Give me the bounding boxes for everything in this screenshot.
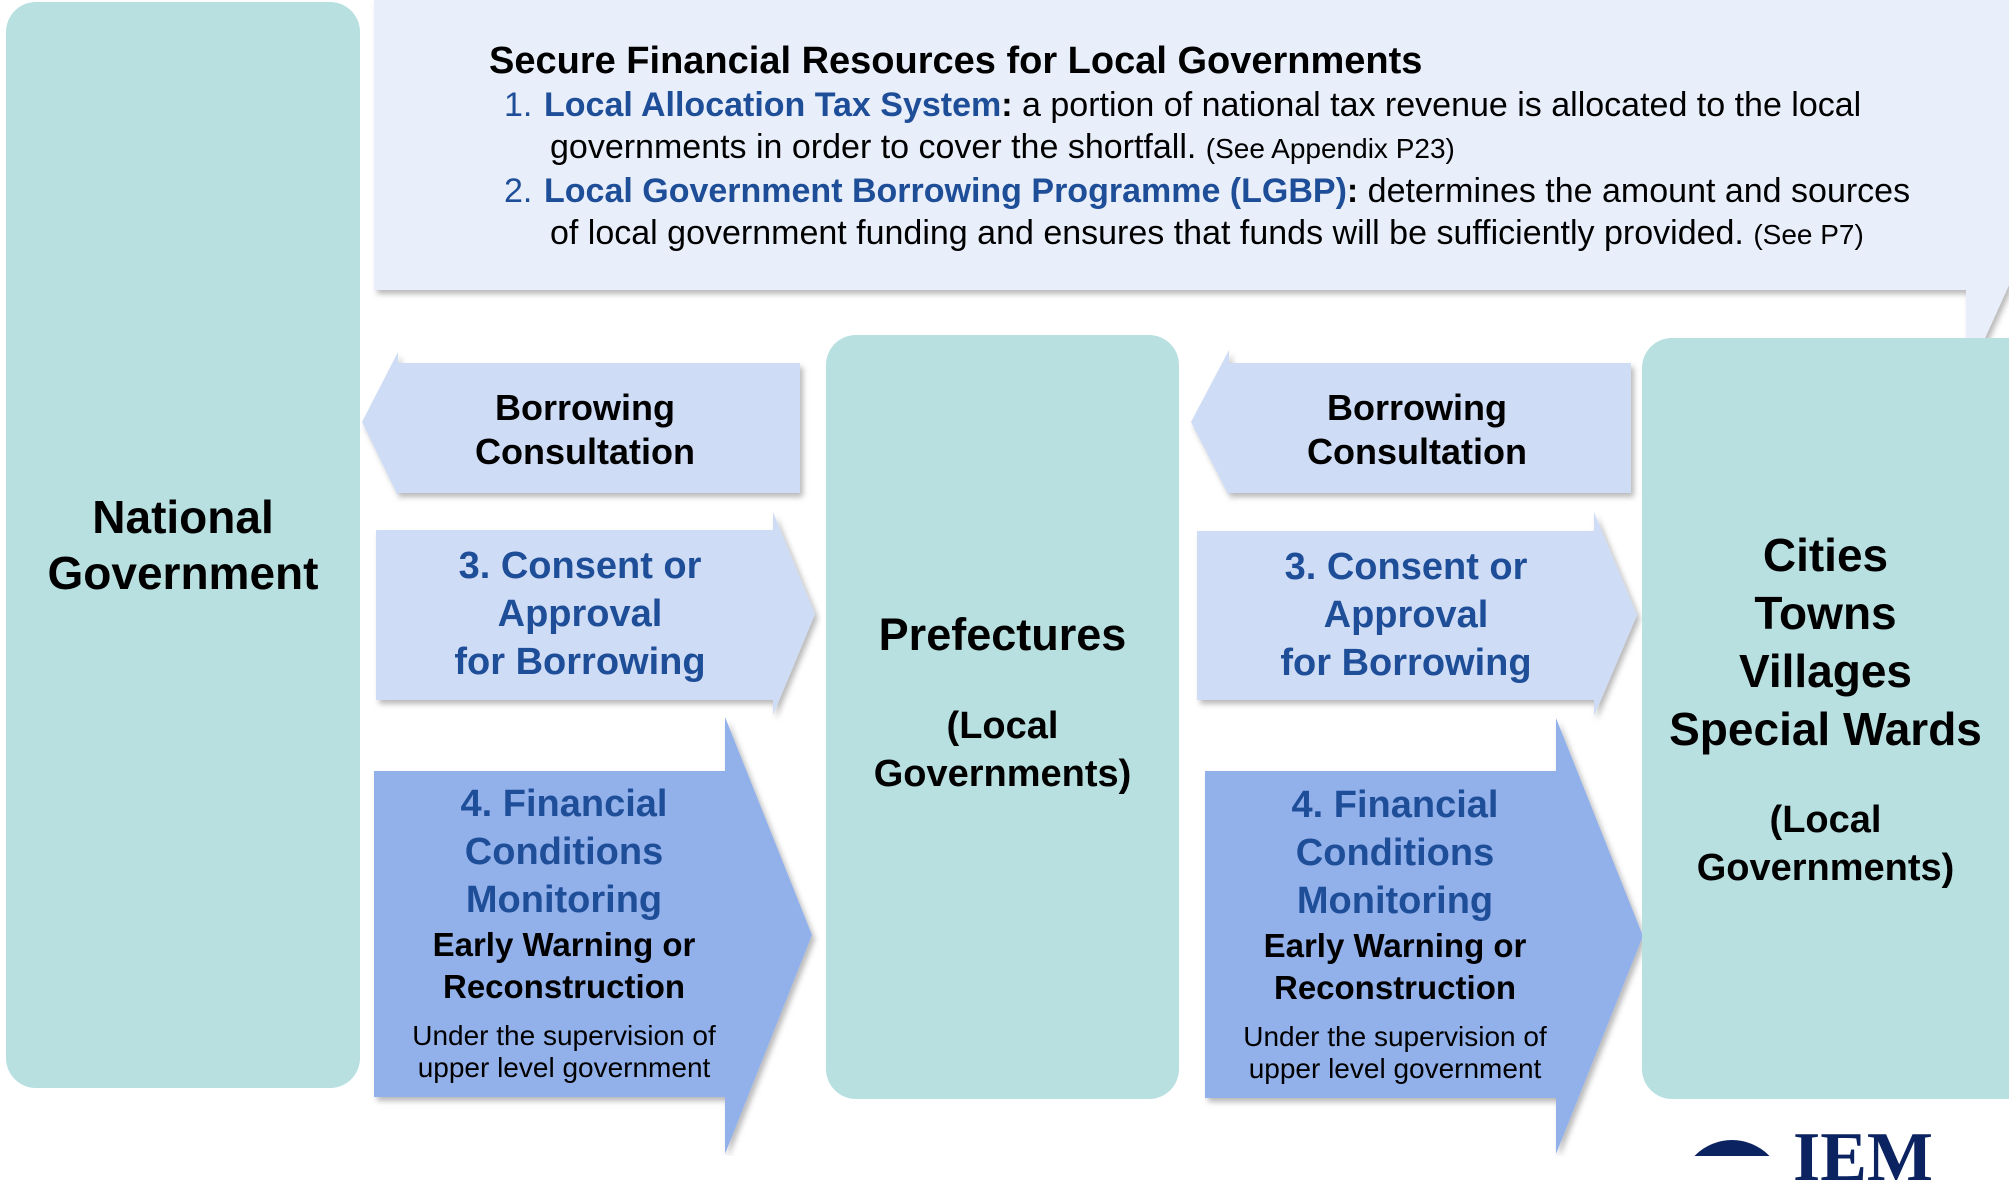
- consent-approval-label-left: 3. Consent or Approval for Borrowing: [400, 542, 760, 686]
- logo-text: IEM: [1793, 1119, 1933, 1196]
- borrowing-consultation-label-left: Borrowing Consultation: [415, 386, 755, 474]
- cities-sub-line2: Governments): [1696, 846, 1955, 889]
- monitoring-line3: Monitoring: [1296, 880, 1494, 922]
- national-government-line2: Government: [47, 547, 319, 599]
- callout-title: Secure Financial Resources for Local Gov…: [489, 40, 1423, 82]
- item-colon: :: [1346, 172, 1359, 210]
- prefectures-sub-line2: Governments): [873, 752, 1132, 795]
- callout-box: [374, 0, 2009, 380]
- consent-approval-arrow-left: [376, 512, 815, 715]
- consultation-line1: Borrowing: [1327, 387, 1507, 428]
- financial-monitoring-arrow-right: [1205, 718, 1643, 1154]
- consent-approval-arrow-right: [1197, 512, 1637, 716]
- callout-content: Secure Financial Resources for Local Gov…: [489, 38, 1989, 256]
- diagram-shapes: [362, 0, 2009, 1156]
- item-number: 1.: [504, 86, 533, 124]
- monitoring-sub-line2: Reconstruction: [442, 968, 686, 1005]
- item-text-cont: governments in order to cover the shortf…: [550, 128, 1197, 166]
- borrowing-consultation-arrow-left: [362, 352, 800, 496]
- cities-box: Cities Towns Villages Special Wards (Loc…: [1642, 338, 2009, 1099]
- monitoring-line1: 4. Financial: [1291, 784, 1499, 826]
- consent-approval-label-right: 3. Consent or Approval for Borrowing: [1226, 543, 1586, 687]
- item-label: Local Allocation Tax System: [544, 86, 1002, 124]
- monitoring-sub-line2: Reconstruction: [1273, 969, 1517, 1006]
- financial-monitoring-label-left: 4. Financial Conditions Monitoring Early…: [384, 780, 744, 1084]
- logo-icon: [1694, 1140, 1770, 1156]
- national-government-line1: National: [92, 491, 274, 543]
- consultation-line2: Consultation: [475, 431, 695, 472]
- prefectures-title: Prefectures: [878, 608, 1127, 660]
- consent-line2: Approval: [497, 593, 663, 635]
- towns-line: Towns: [1754, 586, 1897, 639]
- consent-line2: Approval: [1323, 594, 1489, 636]
- cities-sub-line1: (Local: [1769, 798, 1882, 841]
- monitoring-note-line2: upper level government: [1248, 1053, 1542, 1084]
- consultation-line1: Borrowing: [495, 387, 675, 428]
- villages-line: Villages: [1738, 644, 1913, 697]
- monitoring-line1: 4. Financial: [460, 783, 668, 825]
- consultation-line2: Consultation: [1307, 431, 1527, 472]
- item-reference: (See Appendix P23): [1205, 133, 1455, 164]
- consent-line3: for Borrowing: [1280, 642, 1532, 684]
- prefectures-sub-line1: (Local: [946, 704, 1059, 747]
- consent-line3: for Borrowing: [454, 641, 706, 683]
- monitoring-sub-line1: Early Warning or: [1263, 927, 1527, 964]
- consent-line1: 3. Consent or: [458, 545, 702, 587]
- monitoring-sub-line1: Early Warning or: [432, 926, 696, 963]
- monitoring-line3: Monitoring: [465, 879, 663, 921]
- monitoring-line2: Conditions: [464, 831, 664, 873]
- monitoring-note-line1: Under the supervision of: [412, 1020, 716, 1051]
- monitoring-note-line1: Under the supervision of: [1243, 1021, 1547, 1052]
- financial-monitoring-label-right: 4. Financial Conditions Monitoring Early…: [1215, 781, 1575, 1085]
- special-wards-line: Special Wards: [1669, 702, 1982, 755]
- monitoring-note-line2: upper level government: [417, 1052, 711, 1083]
- national-government-box: National Government: [6, 2, 360, 1088]
- item-number: 2.: [504, 172, 533, 210]
- financial-monitoring-arrow-left: [374, 717, 812, 1154]
- cities-line: Cities: [1762, 528, 1889, 581]
- borrowing-consultation-arrow-right: [1191, 350, 1631, 496]
- item-reference: (See P7): [1753, 219, 1864, 250]
- borrowing-consultation-label-right: Borrowing Consultation: [1247, 386, 1587, 474]
- callout-item-1: 1. Local Allocation Tax System: a portion…: [489, 84, 1989, 170]
- item-text: a portion of national tax revenue is all…: [1012, 86, 1862, 124]
- prefectures-box: Prefectures (Local Governments): [826, 335, 1179, 1099]
- item-label: Local Government Borrowing Programme (LG…: [544, 172, 1347, 210]
- item-text: determines the amount and sources: [1358, 172, 1911, 210]
- callout-item-2: 2. Local Government Borrowing Programme (…: [489, 170, 1989, 256]
- consent-line1: 3. Consent or: [1284, 546, 1528, 588]
- monitoring-line2: Conditions: [1295, 832, 1495, 874]
- item-text-cont: of local government funding and ensures …: [550, 214, 1744, 252]
- item-colon: :: [1001, 86, 1013, 124]
